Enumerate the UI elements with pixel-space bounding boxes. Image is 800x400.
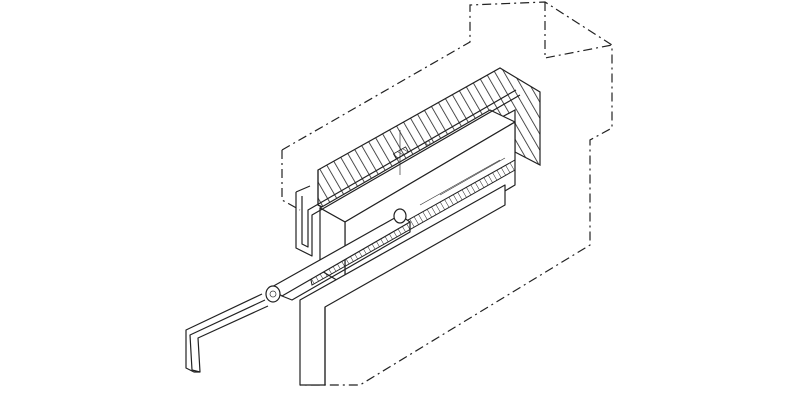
closer-body (319, 109, 516, 286)
wall-outline (281, 1, 613, 386)
arm-roller (265, 208, 407, 303)
door-leaf (299, 184, 506, 386)
mounting-channel (295, 89, 521, 257)
hex-key-icon (185, 293, 269, 373)
slide-rail (269, 157, 516, 301)
